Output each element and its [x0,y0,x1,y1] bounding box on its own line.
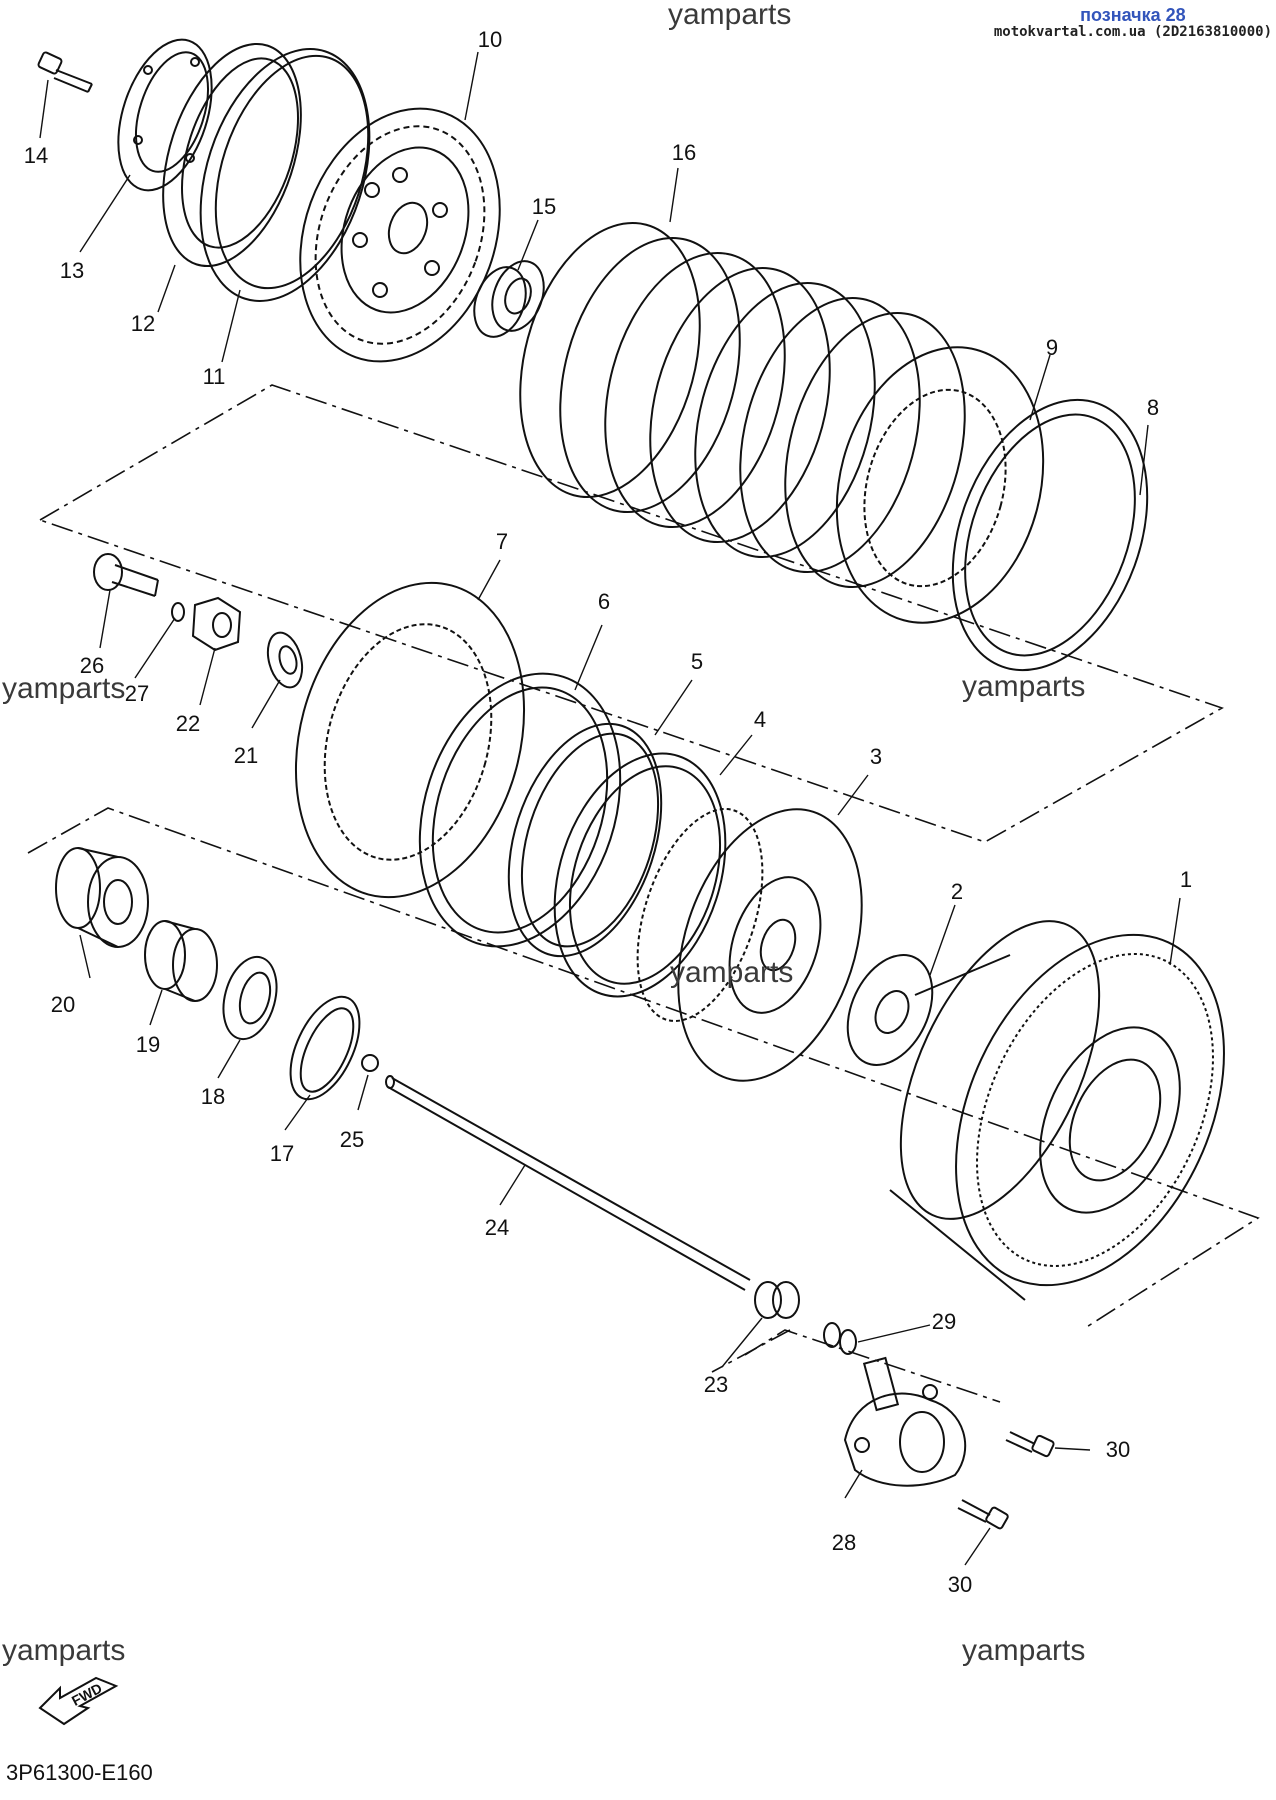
ball-25 [361,1054,379,1072]
pin-29 [823,1322,857,1355]
part-label-7: 7 [495,529,509,554]
leader-lines [39,51,1181,1566]
part-label-30-lower: 30 [947,1572,973,1597]
friction-plate-8 [951,398,1149,672]
part-label-2: 2 [950,879,964,904]
part-label-11: 11 [202,364,226,389]
watermark: yamparts [668,0,792,31]
spring-seat-4 [553,752,727,998]
header-tag: позначка 28 motokvartal.com.ua (2D216381… [994,6,1272,40]
plain-plate-7 [294,581,526,899]
bolt-30-lower [957,1499,1009,1530]
part-label-25: 25 [339,1127,365,1152]
part-label-4: 4 [753,707,767,732]
part-label-14: 14 [23,143,49,168]
bolt-14 [37,51,93,93]
tag-source: motokvartal.com.ua (2D2163810000) [993,23,1272,40]
lock-washer-21 [266,631,304,689]
part-label-12: 12 [130,311,156,336]
push-rod-24 [385,1075,751,1291]
watermark: yamparts [2,1634,126,1667]
group-boundary-lines [27,384,1260,1403]
part-label-16: 16 [671,140,697,165]
bolt-30-upper [1005,1431,1055,1458]
part-label-19: 19 [135,1032,161,1057]
collar-20 [55,847,149,948]
tag-title: позначка 28 [1080,5,1186,25]
part-label-10: 10 [477,27,503,52]
part-label-17: 17 [269,1141,295,1166]
plain-plate-9 [835,346,1045,624]
watermark: yamparts [962,670,1086,703]
push-rod-piece-23 [754,1281,800,1319]
pressure-plate-10 [299,107,501,363]
part-label-27: 27 [124,681,150,706]
diagram-code: 3P61300-E160 [6,1760,153,1785]
clutch-boss-3 [636,808,863,1082]
part-label-21: 21 [233,743,259,768]
nut-22 [191,596,242,652]
spring-plate-12 [162,42,302,268]
bushing-19 [144,920,218,1002]
part-label-5: 5 [690,649,704,674]
release-cylinder-28 [843,1356,967,1487]
watermark: yamparts [2,672,126,705]
watermark: yamparts [962,1634,1086,1667]
part-label-18: 18 [200,1084,226,1109]
part-label-29: 29 [931,1309,957,1334]
pressure-plate-13 [117,38,213,192]
part-label-24: 24 [484,1215,510,1240]
part-label-30-upper: 30 [1105,1437,1131,1462]
ring-5 [507,722,663,958]
part-label-20: 20 [50,992,76,1017]
part-label-8: 8 [1146,395,1160,420]
part-label-28: 28 [831,1530,857,1555]
bearing-15 [473,260,545,338]
part-label-1: 1 [1179,867,1193,892]
part-label-15: 15 [531,194,557,219]
part-label-6: 6 [597,589,611,614]
part-label-9: 9 [1045,335,1059,360]
clutch-housing-1 [889,920,1225,1301]
part-label-22: 22 [175,711,201,736]
part-label-23: 23 [703,1372,729,1397]
bolt-26 [93,553,159,597]
part-label-13: 13 [59,258,85,283]
fwd-arrow-icon: FWD [38,1676,119,1726]
part-label-3: 3 [869,744,883,769]
washer-27 [171,602,185,622]
thrust-washer-2 [846,954,934,1066]
watermark: yamparts [670,956,794,989]
washer-17 [289,995,361,1101]
friction-plate-6 [418,672,622,948]
oil-seal-18 [222,955,278,1041]
part-label-26: 26 [79,653,105,678]
friction-plate-stack-16 [519,221,966,589]
ring-11 [199,48,371,302]
